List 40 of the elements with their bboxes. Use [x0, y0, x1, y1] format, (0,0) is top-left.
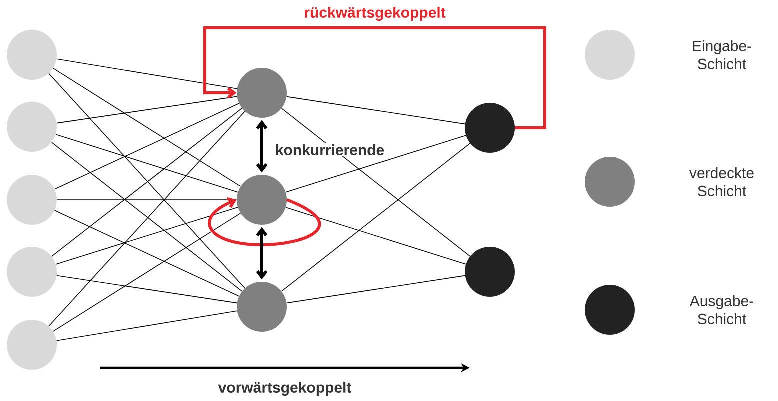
legend-label: Eingabe- Schicht — [693, 40, 752, 70]
legend-label: Ausgabe- Schicht — [690, 295, 754, 324]
neuron-circle — [7, 30, 58, 80]
connection-line — [286, 135, 466, 193]
direction-label: vorwärtsgekoppelt — [218, 382, 352, 396]
connection-line — [52, 108, 243, 257]
arrow — [208, 198, 321, 246]
arrow — [256, 120, 268, 173]
connection-line — [48, 111, 246, 327]
neuron-circle — [237, 68, 287, 118]
connection-line — [48, 73, 246, 289]
connection-line — [286, 275, 466, 304]
legend-label: verdeckte Schicht — [690, 167, 754, 196]
connection-line — [56, 275, 238, 304]
connection-line — [56, 207, 238, 265]
neuron-circle — [465, 103, 515, 153]
arrow — [256, 227, 268, 280]
neuron-circle — [465, 247, 515, 297]
connection-line — [286, 96, 466, 125]
connection-line — [56, 310, 238, 342]
connection-line — [52, 213, 242, 332]
connection-line — [51, 142, 243, 292]
arrow — [204, 26, 546, 130]
connection-line — [56, 134, 238, 193]
connection-line — [56, 58, 238, 90]
connection-line — [286, 207, 466, 265]
edge-label: konkurrierende — [274, 144, 386, 156]
neuron-circle — [237, 175, 287, 225]
connection-line — [56, 96, 238, 124]
connection-line — [281, 108, 471, 257]
neuron-circle — [7, 175, 58, 225]
connection-line — [52, 68, 242, 187]
connection-line — [54, 210, 240, 297]
neuron-circle — [7, 247, 58, 297]
neuron-circle — [237, 282, 287, 332]
edge-label: rückwärtsgekoppelt — [303, 6, 447, 22]
neuron-circle — [7, 102, 58, 152]
neuron-circle — [7, 320, 58, 370]
connection-line — [54, 103, 240, 190]
connection-line — [281, 143, 471, 292]
